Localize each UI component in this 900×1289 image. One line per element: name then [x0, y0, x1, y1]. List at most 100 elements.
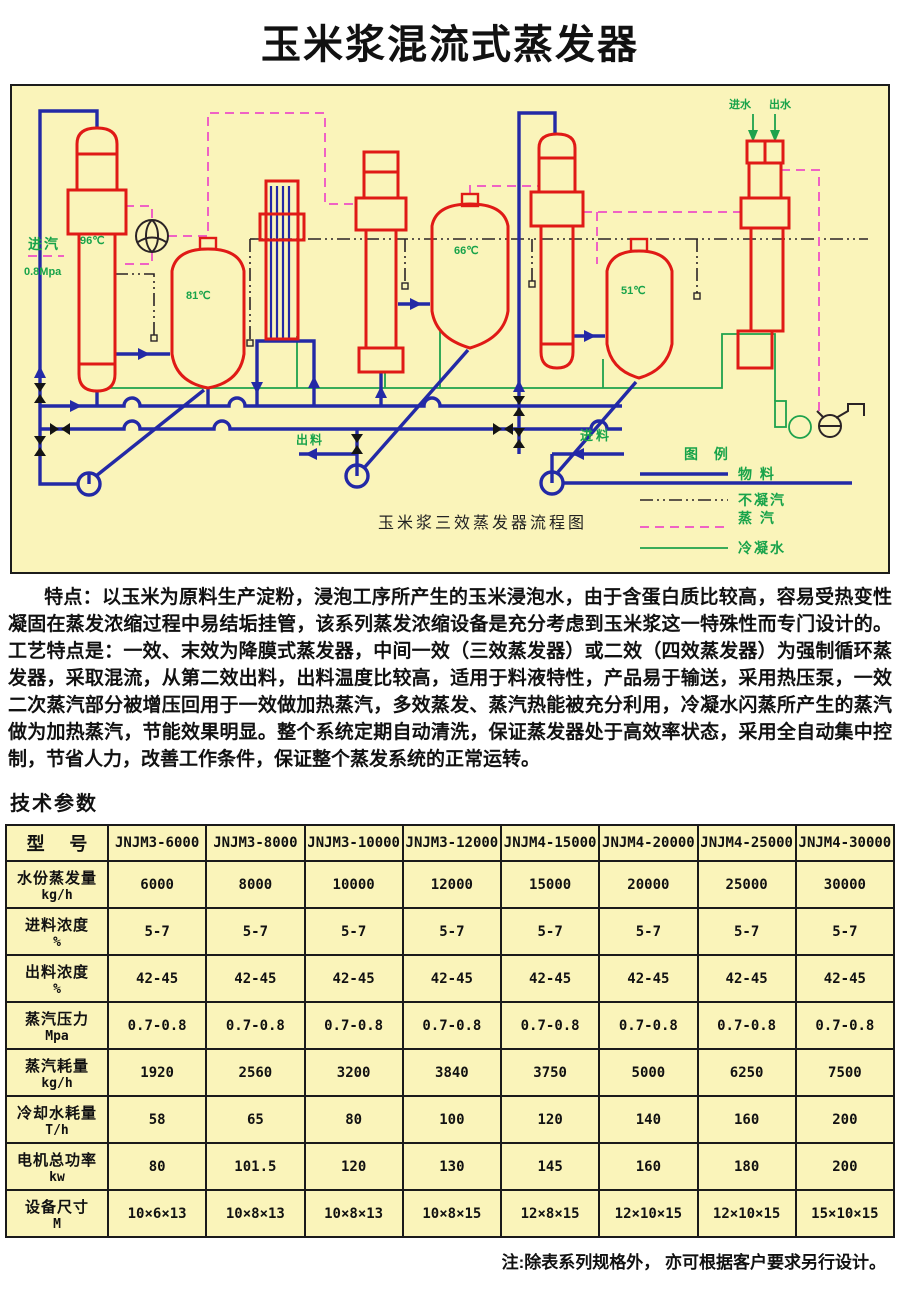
thermocompressor [135, 219, 169, 253]
value-cell: 160 [598, 1142, 699, 1191]
value-cell: 5-7 [303, 907, 404, 956]
page-title: 玉米浆混流式蒸发器 [261, 23, 639, 67]
legend-label-condensate: 冷凝水 [738, 540, 786, 556]
value-cell: 65 [205, 1095, 306, 1144]
value-cell: 42-45 [106, 954, 208, 1003]
value-cell: 12×10×15 [696, 1189, 797, 1238]
value-cell: 10×6×13 [106, 1189, 208, 1238]
value-cell: 200 [794, 1142, 896, 1191]
pump-discharge [344, 463, 370, 489]
model-header-cell: JNJM4-30000 [794, 824, 896, 862]
evaporator-effect3 [354, 150, 408, 374]
temp-effect2-label: 81℃ [186, 290, 211, 302]
condensate-lines [109, 114, 812, 439]
value-cell: 101.5 [205, 1142, 306, 1191]
spec-heading: 技术参数 [10, 793, 98, 815]
tube-heater [258, 179, 306, 341]
temp-effect4-label: 51℃ [621, 285, 646, 297]
value-cell: 12000 [401, 860, 503, 909]
legend: 图 例 物 料 不凝汽 蒸 汽 冷凝水 [640, 446, 786, 556]
condenser [736, 139, 791, 370]
value-cell: 20000 [598, 860, 699, 909]
value-cell: 140 [598, 1095, 699, 1144]
value-cell: 0.7-0.8 [401, 1001, 503, 1050]
value-cell: 1920 [106, 1048, 208, 1097]
value-cell: 5-7 [598, 907, 699, 956]
separator-81 [170, 236, 246, 390]
legend-label-material: 物 料 [738, 466, 776, 482]
steam-lines [28, 112, 820, 412]
model-header-cell: JNJM4-25000 [696, 824, 797, 862]
temp-effect1-label: 96℃ [80, 235, 105, 247]
features-label: 特点： [44, 587, 102, 608]
model-header-cell: JNJM4-15000 [499, 824, 601, 862]
model-header-cell: JNJM3-12000 [401, 824, 503, 862]
value-cell: 5-7 [794, 907, 896, 956]
value-cell: 15000 [499, 860, 601, 909]
valves [34, 383, 525, 456]
value-cell: 58 [106, 1095, 208, 1144]
value-cell: 10×8×13 [205, 1189, 306, 1238]
model-header-cell: JNJM4-20000 [598, 824, 699, 862]
legend-label-steam: 蒸 汽 [738, 510, 776, 526]
value-cell: 5000 [598, 1048, 699, 1097]
process-flow-diagram: 进汽 0.8Mpa 96℃ 81℃ 66℃ 51℃ 进水 出水 出料 进料 玉米… [10, 84, 890, 574]
legend-label-noncondensable: 不凝汽 [738, 492, 786, 508]
pump-feed [539, 470, 565, 496]
value-cell: 5-7 [401, 907, 503, 956]
steam-in-label: 进汽 [28, 236, 60, 252]
value-cell: 12×10×15 [598, 1189, 699, 1238]
value-cell: 180 [696, 1142, 797, 1191]
param-header-cell: 型 号 [5, 824, 109, 862]
value-cell: 25000 [696, 860, 797, 909]
evaporator-effect4 [529, 132, 585, 370]
equipment [66, 126, 791, 393]
value-cell: 3840 [401, 1048, 503, 1097]
value-cell: 2560 [205, 1048, 306, 1097]
feed-label: 进料 [580, 428, 612, 443]
value-cell: 10×8×13 [303, 1189, 404, 1238]
steam-pressure-label: 0.8Mpa [24, 266, 62, 278]
value-cell: 42-45 [401, 954, 503, 1003]
value-cell: 0.7-0.8 [499, 1001, 601, 1050]
material-pipes [34, 109, 852, 497]
evaporator-effect1 [66, 126, 128, 393]
separator-51 [605, 237, 674, 380]
value-cell: 6250 [696, 1048, 797, 1097]
value-cell: 100 [401, 1095, 503, 1144]
value-cell: 12×8×15 [499, 1189, 601, 1238]
diagram-labels: 进汽 0.8Mpa 96℃ 81℃ 66℃ 51℃ 进水 出水 出料 进料 玉米… [24, 97, 792, 532]
value-cell: 200 [794, 1095, 896, 1144]
value-cell: 6000 [106, 860, 208, 909]
value-cell: 42-45 [794, 954, 896, 1003]
model-header-cell: JNJM3-6000 [106, 824, 208, 862]
value-cell: 5-7 [499, 907, 601, 956]
value-cell: 0.7-0.8 [598, 1001, 699, 1050]
features-paragraph: 特点：以玉米为原料生产淀粉，浸泡工序所产生的玉米浸泡水，由于含蛋白质比较高，容易… [8, 584, 892, 773]
value-cell: 0.7-0.8 [696, 1001, 797, 1050]
param-cell: 进料浓度% [5, 907, 109, 956]
value-cell: 3200 [303, 1048, 404, 1097]
value-cell: 7500 [794, 1048, 896, 1097]
value-cell: 15×10×15 [794, 1189, 896, 1238]
value-cell: 42-45 [499, 954, 601, 1003]
value-cell: 3750 [499, 1048, 601, 1097]
value-cell: 145 [499, 1142, 601, 1191]
diagram-caption: 玉米浆三效蒸发器流程图 [378, 514, 587, 532]
value-cell: 10000 [303, 860, 404, 909]
value-cell: 5-7 [696, 907, 797, 956]
noncondensable-lines [115, 238, 868, 347]
param-cell: 出料浓度% [5, 954, 109, 1003]
discharge-label: 出料 [296, 432, 324, 447]
value-cell: 0.7-0.8 [205, 1001, 306, 1050]
water-in-label: 进水 [729, 97, 752, 111]
vacuum-pump [816, 403, 865, 438]
